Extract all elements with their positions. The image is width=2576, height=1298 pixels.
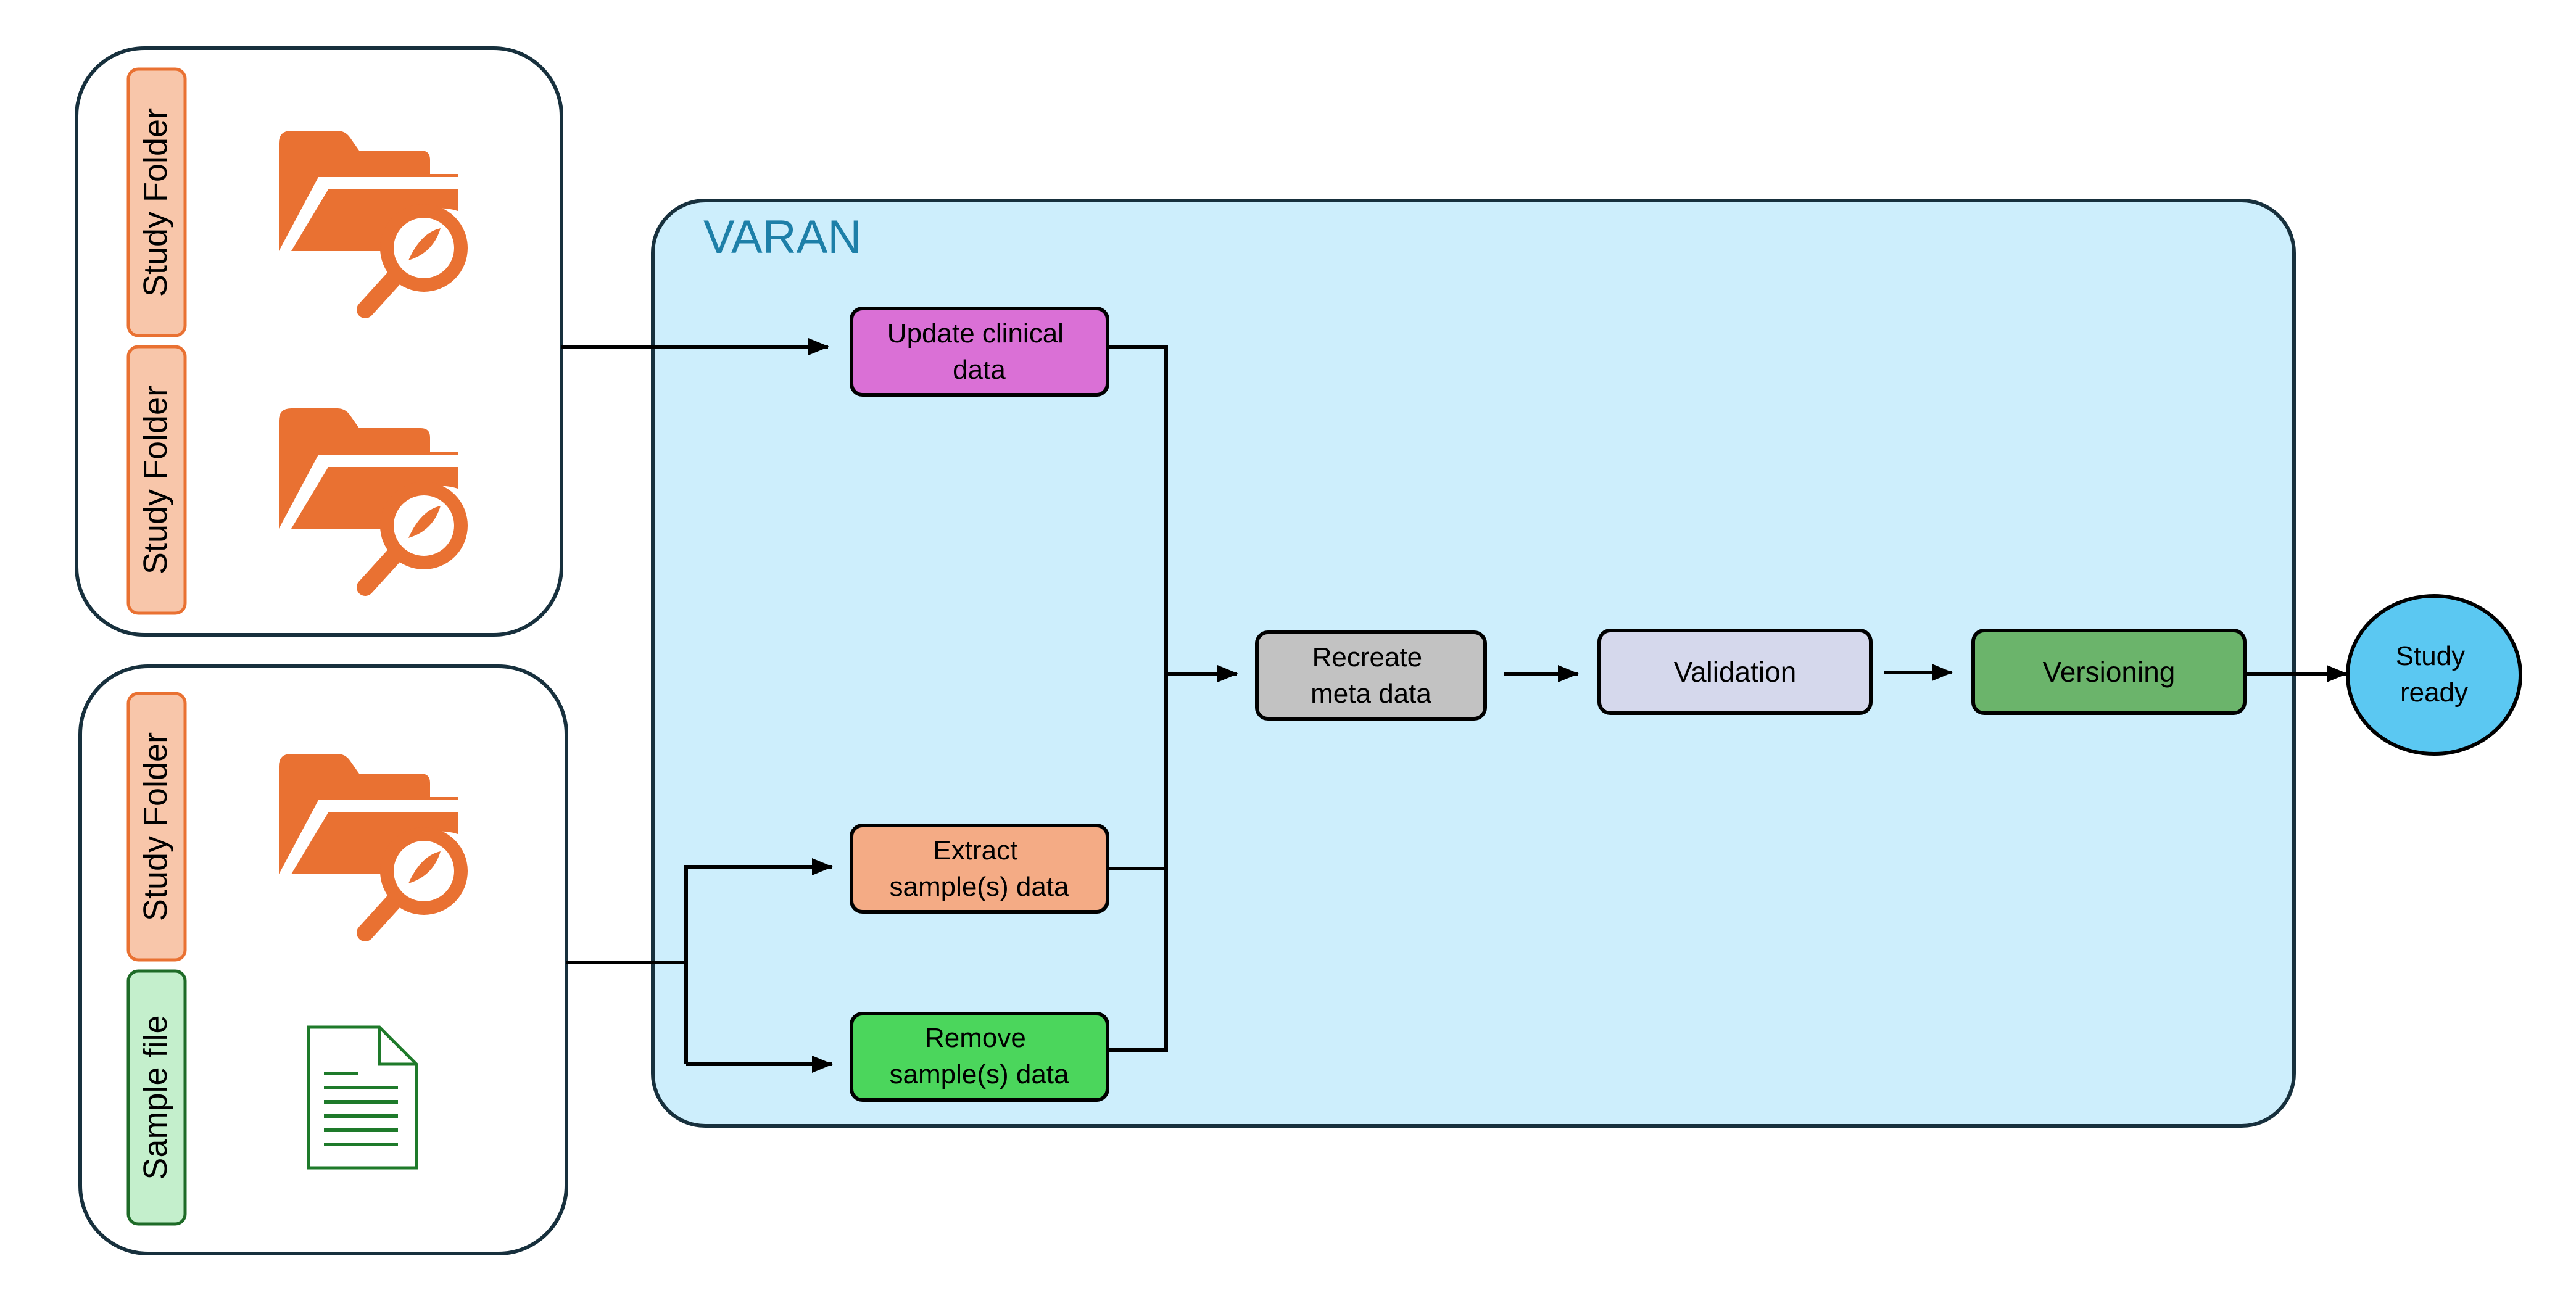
input-label-text: Study Folder (137, 732, 174, 921)
input-label-sample-file: Sample file (126, 969, 187, 1226)
step-label: Extract (933, 835, 1017, 866)
arrow-to-extract (684, 858, 833, 1064)
input-label-text: Study Folder (137, 108, 174, 297)
step-label: Validation (1674, 656, 1797, 688)
step-remove-samples-data: Remove sample(s) data (850, 1012, 1109, 1102)
document-icon (309, 1027, 416, 1168)
input-label-text: Study Folder (137, 386, 174, 574)
step-study-ready: Study ready (2346, 594, 2522, 756)
input-label-text: Sample file (137, 1015, 174, 1180)
svg-text:Update clinical data: Update clinical data (887, 318, 1071, 385)
input-label-study-folder-1: Study Folder (126, 67, 187, 337)
step-label: meta data (1311, 679, 1431, 709)
svg-text:Extract sample(s) data: Extract sample(s) data (889, 835, 1069, 902)
step-versioning: Versioning (1971, 629, 2247, 715)
connectors (561, 338, 2348, 1073)
step-label: data (953, 355, 1006, 385)
input-label-study-folder-3: Study Folder (126, 692, 187, 962)
step-label: sample(s) data (889, 1059, 1069, 1089)
varan-title: VARAN (703, 211, 861, 263)
step-label: Versioning (2043, 656, 2176, 688)
step-label: Remove (925, 1023, 1026, 1053)
input-label-study-folder-2: Study Folder (126, 345, 187, 615)
step-update-clinical-data: Update clinical data (850, 307, 1109, 397)
step-extract-samples-data: Extract sample(s) data (850, 824, 1109, 914)
svg-text:Study ready: Study ready (2396, 641, 2473, 708)
step-label: ready (2400, 677, 2468, 708)
step-label: Study (2396, 641, 2466, 671)
svg-text:Recreate meta data: Recreate meta data (1311, 642, 1431, 709)
step-validation: Validation (1597, 629, 1873, 715)
step-recreate-meta-data: Recreate meta data (1255, 630, 1487, 721)
svg-text:Remove sample(s) data: Remove sample(s) data (889, 1023, 1069, 1089)
step-label: Recreate (1312, 642, 1423, 672)
step-label: Update clinical (887, 318, 1064, 349)
line-update-to-merge (1108, 345, 1168, 1052)
step-label: sample(s) data (889, 872, 1069, 902)
